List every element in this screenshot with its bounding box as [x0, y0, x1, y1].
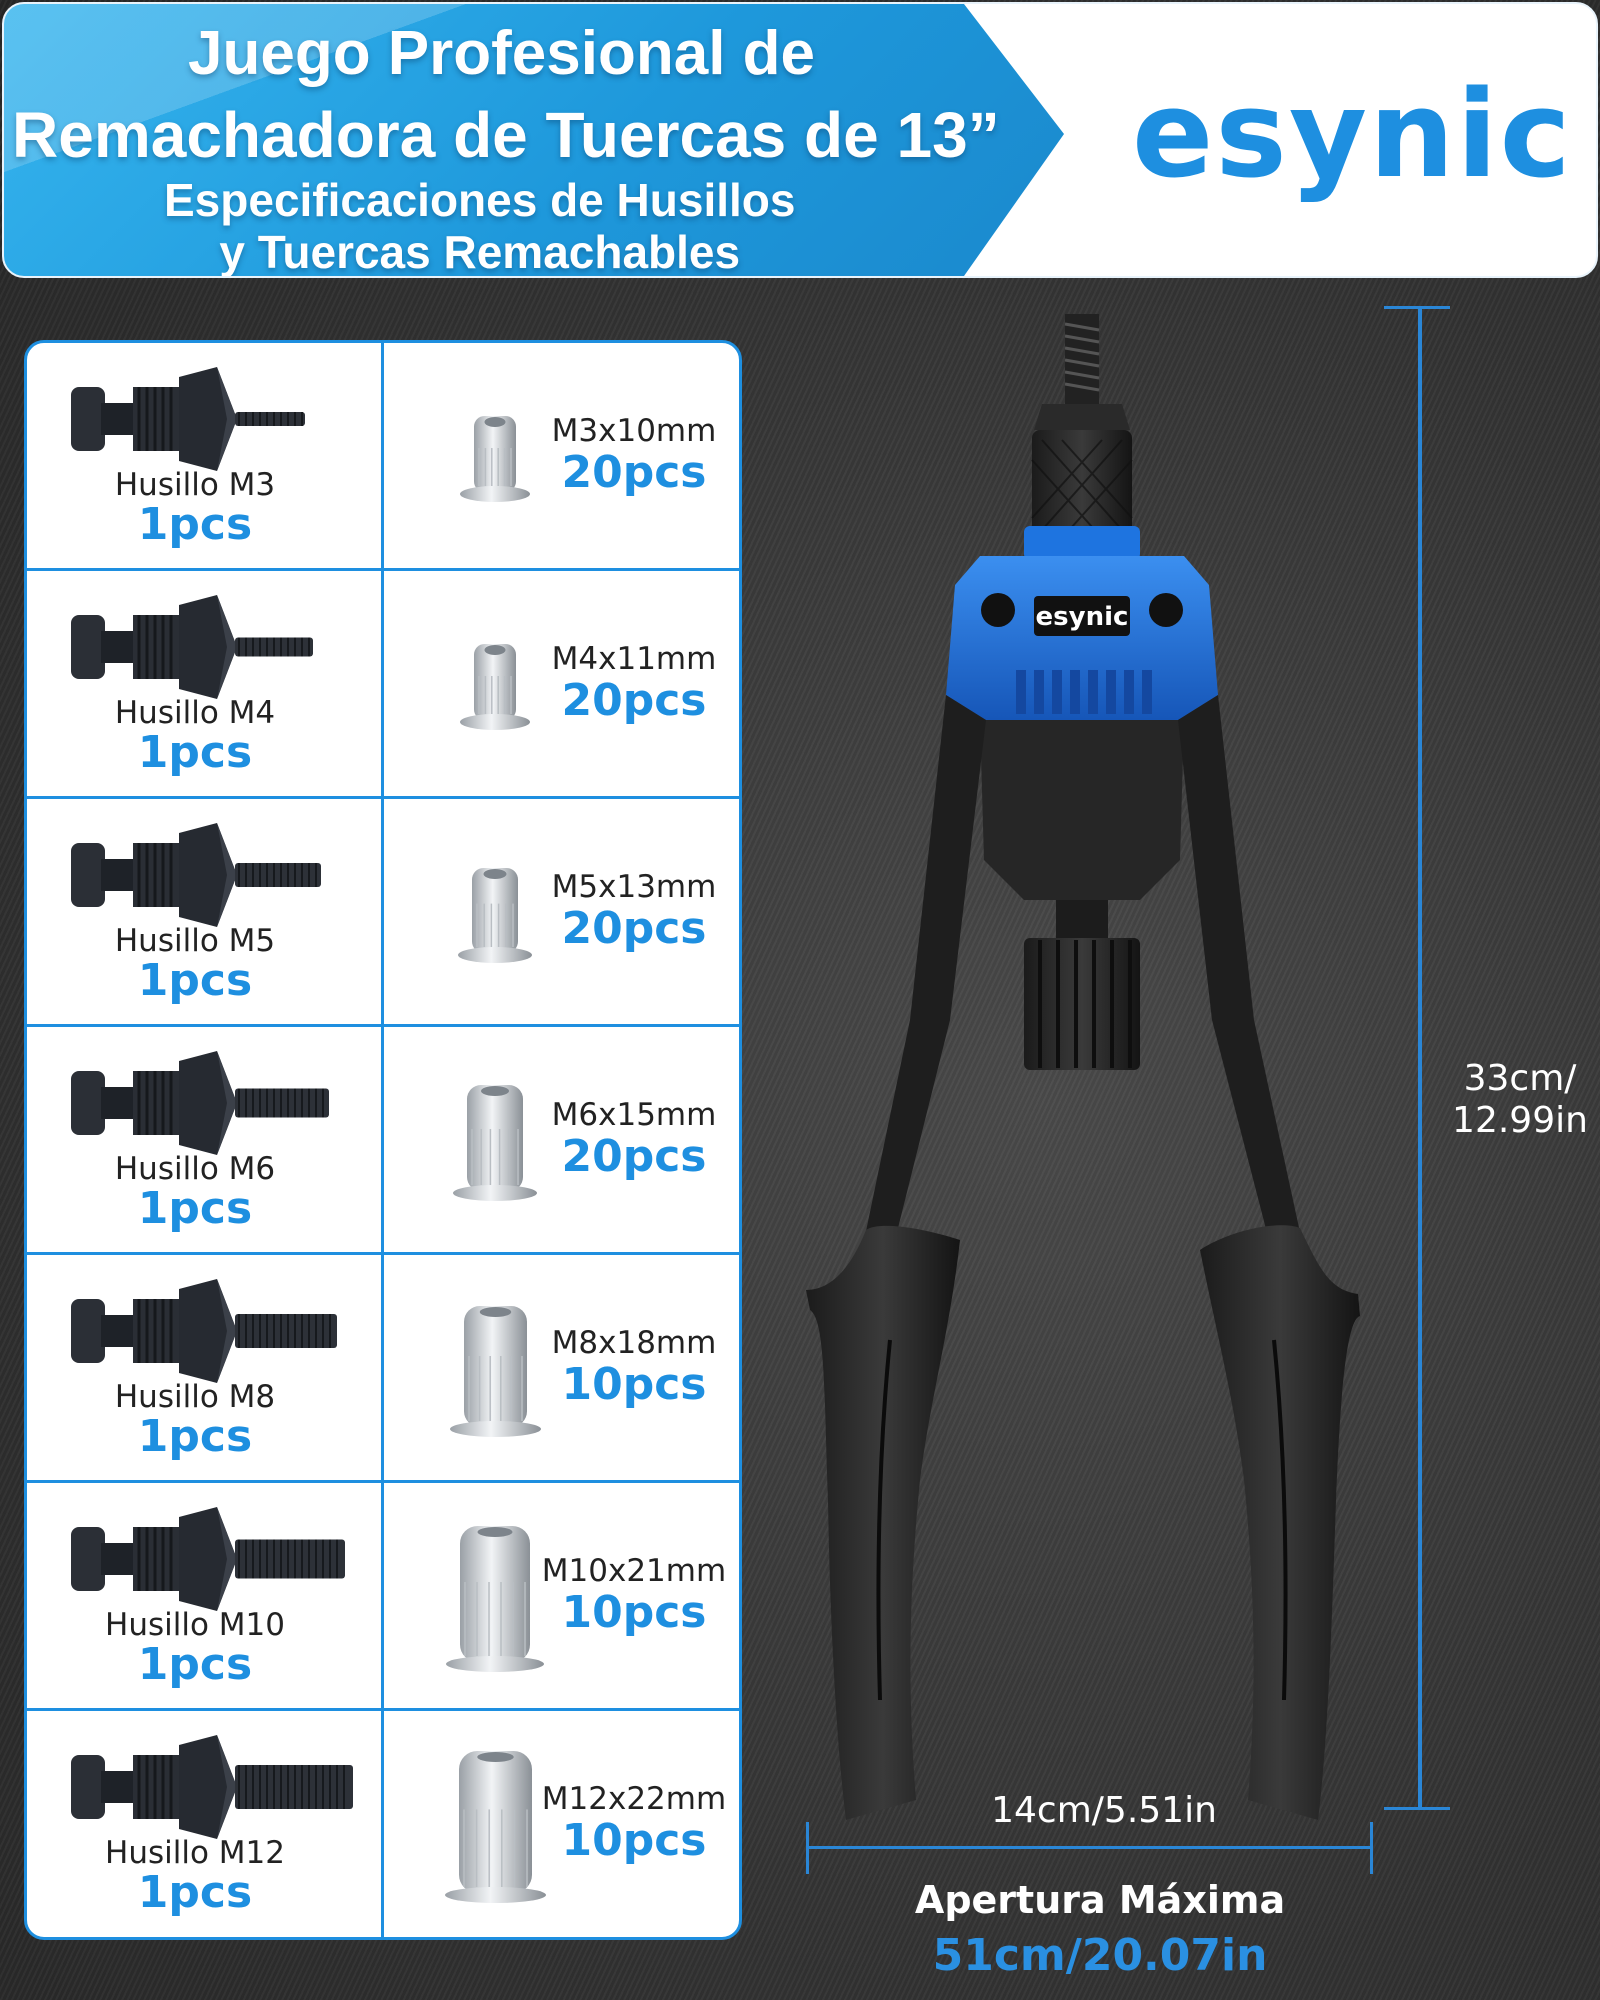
tool-body	[980, 720, 1184, 900]
rivet-nut-icon	[460, 416, 530, 502]
rivet-nut-icon	[446, 1526, 544, 1672]
spindle-name: Husillo M12	[105, 1835, 285, 1871]
spindle-icon	[71, 367, 305, 471]
height-dimension-cap-top	[1384, 306, 1450, 309]
rivet-nut-size: M8x18mm	[551, 1325, 717, 1361]
width-dimension-label: 14cm/5.51in	[991, 1790, 1217, 1831]
spindle-quantity: 1pcs	[137, 1411, 253, 1462]
title-line-2: Remachadora de Tuercas de 13”	[12, 99, 1000, 171]
rivet-nut-quantity: 20pcs	[561, 675, 707, 726]
rivet-nut-size: M4x11mm	[551, 641, 717, 677]
left-handle-grip	[806, 1225, 960, 1820]
spindle-quantity: 1pcs	[137, 1183, 253, 1234]
rivet-nut-icon	[458, 867, 532, 963]
spindle-name: Husillo M3	[114, 467, 276, 503]
spindle-name: Husillo M4	[114, 695, 276, 731]
head-brand-label: esynic	[1036, 602, 1129, 632]
subtitle-line-1: Especificaciones de Husillos	[164, 174, 796, 226]
left-arm	[860, 695, 986, 1260]
rivet-nut-quantity: 10pcs	[561, 1587, 707, 1638]
subtitle: Especificaciones de Husillos y Tuercas R…	[164, 174, 796, 278]
rivet-nut-quantity: 20pcs	[561, 1131, 707, 1182]
rivet-nut-quantity: 20pcs	[561, 447, 707, 498]
rivet-nut-size: M10x21mm	[541, 1553, 727, 1589]
spindle-icon	[71, 595, 313, 699]
hex-nut	[1034, 404, 1130, 430]
rivet-nut-quantity: 10pcs	[561, 1815, 707, 1866]
mandrel-thread	[1064, 314, 1100, 404]
spindle-quantity: 1pcs	[137, 955, 253, 1006]
spindle-quantity: 1pcs	[137, 727, 253, 778]
spindle-quantity: 1pcs	[137, 499, 253, 550]
rivet-nut-tool-image: esynic	[806, 314, 1360, 1820]
header-banner: Juego Profesional de Remachadora de Tuer…	[2, 2, 1598, 278]
spindle-icon	[71, 823, 321, 927]
width-dimension-line	[806, 1846, 1372, 1849]
spindle-icon	[71, 1051, 329, 1155]
height-dimension-cm: 33cm/	[1463, 1058, 1577, 1099]
header-title-panel	[4, 4, 1064, 276]
right-handle-grip	[1200, 1225, 1360, 1820]
spindle-icon	[71, 1735, 353, 1839]
width-dimension-cap-right	[1370, 1822, 1373, 1874]
height-dimension-cap-bottom	[1384, 1807, 1450, 1810]
rivet-nut-size: M3x10mm	[551, 413, 717, 449]
adjust-stem	[1056, 900, 1108, 940]
head-label-plate	[1034, 596, 1130, 636]
width-dimension-cap-left	[806, 1822, 809, 1874]
rivet-nut-size: M12x22mm	[541, 1781, 727, 1817]
tool-head	[946, 556, 1218, 720]
max-opening-label: Apertura Máxima	[914, 1878, 1286, 1922]
title-line-1: Juego Profesional de	[188, 19, 816, 88]
brand-logo: esynic	[1132, 66, 1573, 205]
rivet-nut-icon	[453, 1085, 537, 1201]
subtitle-line-2: y Tuercas Remachables	[219, 226, 741, 278]
spindle-quantity: 1pcs	[137, 1639, 253, 1690]
spindle-name: Husillo M8	[114, 1379, 276, 1415]
rivet-nut-quantity: 10pcs	[561, 1359, 707, 1410]
rivet-nut-icon	[444, 1751, 546, 1903]
spindle-name: Husillo M6	[114, 1151, 276, 1187]
spindle-icon	[71, 1279, 337, 1383]
right-arm	[1178, 695, 1306, 1260]
spindle-quantity: 1pcs	[137, 1867, 253, 1918]
rivet-nut-icon	[460, 644, 530, 730]
height-dimension-line	[1418, 306, 1422, 1810]
rivet-nut-quantity: 20pcs	[561, 903, 707, 954]
screw-left	[981, 593, 1015, 627]
spindle-name: Husillo M5	[114, 923, 276, 959]
spindle-name: Husillo M10	[105, 1607, 285, 1643]
rivet-nut-icon	[449, 1305, 541, 1437]
rivet-nut-size: M5x13mm	[551, 869, 717, 905]
blue-collar	[1024, 526, 1140, 560]
height-dimension-label: 33cm/ 12.99in	[1440, 1058, 1600, 1142]
height-dimension-in: 12.99in	[1452, 1100, 1588, 1141]
screw-right	[1149, 593, 1183, 627]
spindle-icon	[71, 1507, 345, 1611]
rivet-nut-size: M6x15mm	[551, 1097, 717, 1133]
max-opening-value: 51cm/20.07in	[932, 1930, 1268, 1981]
